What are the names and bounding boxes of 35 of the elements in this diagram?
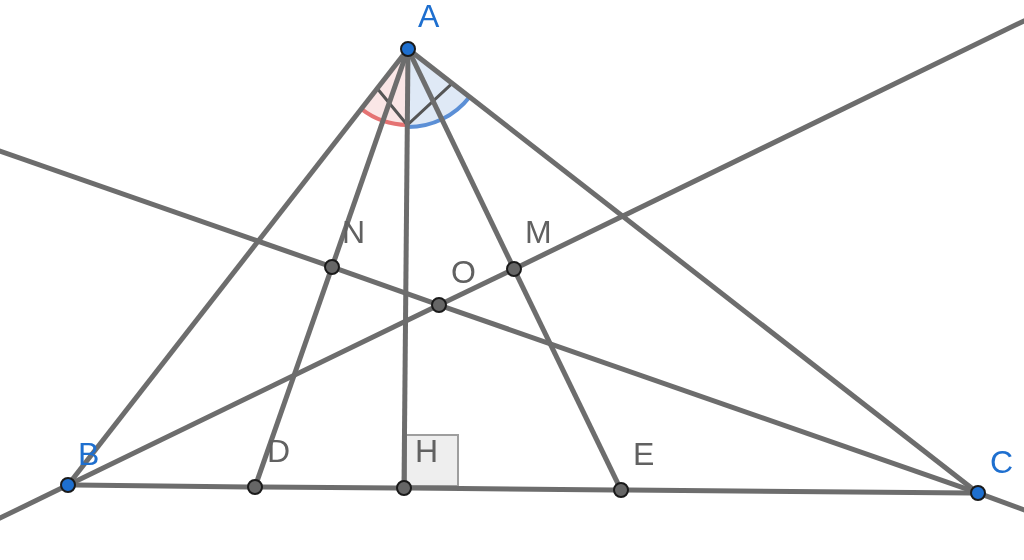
point-label: A (418, 0, 440, 32)
line-segment (0, 485, 63, 524)
point-label: N (342, 216, 366, 248)
line-segment (262, 484, 397, 491)
point-label: M (525, 216, 552, 248)
line-segment (410, 485, 615, 493)
line-segment (444, 304, 973, 494)
point (506, 261, 522, 277)
line-segment (519, 15, 1024, 269)
line-segment (0, 146, 327, 268)
line-segment (514, 274, 621, 485)
line-segment (70, 53, 406, 481)
point (396, 480, 412, 496)
line-segment (254, 272, 333, 482)
point-label: C (990, 446, 1014, 478)
point-label: H (415, 435, 439, 467)
point (60, 477, 76, 493)
point (613, 482, 629, 498)
line-segment (627, 487, 972, 496)
point-label: D (267, 435, 291, 467)
point (247, 479, 263, 495)
point (431, 297, 447, 313)
line-segment (74, 482, 249, 490)
line-segment (444, 269, 509, 305)
line-segment (401, 55, 411, 482)
point (324, 259, 340, 275)
line-segment (412, 51, 974, 491)
point (400, 41, 416, 57)
line-segment (983, 493, 1024, 515)
line-segment (73, 305, 434, 485)
point (970, 485, 986, 501)
line-segment (337, 267, 434, 305)
point-label: E (633, 438, 655, 470)
point-label: O (451, 256, 476, 288)
line-segment (408, 54, 514, 264)
